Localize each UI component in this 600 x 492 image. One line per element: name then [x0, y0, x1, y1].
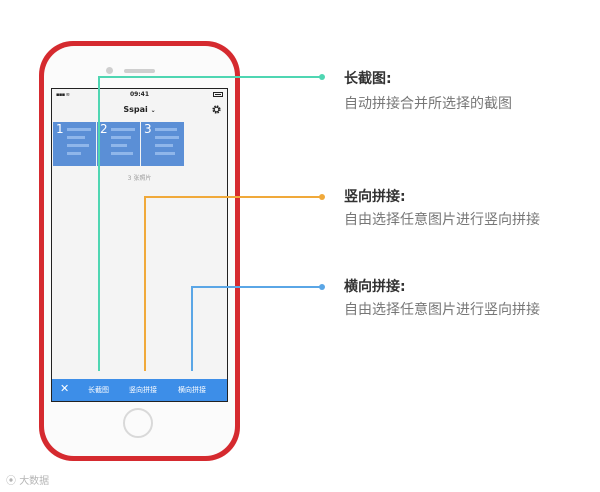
- album-title: Sspai: [123, 105, 148, 114]
- thumbnail-item[interactable]: 2: [97, 122, 140, 166]
- watermark-logo-icon: ⦿: [6, 476, 16, 487]
- thumbnail-number: 2: [100, 122, 108, 136]
- chevron-down-icon: ⌄: [150, 107, 156, 114]
- callout-title: 横向拼接:: [344, 279, 406, 295]
- callout-dot: [319, 194, 325, 200]
- close-icon[interactable]: ✕: [60, 382, 70, 395]
- callout-line-vertical: [98, 76, 100, 371]
- album-selector[interactable]: Sspai ⌄: [52, 105, 227, 114]
- thumbnail-number: 3: [144, 122, 152, 136]
- signal-icon: ▪▪▪ ≋: [56, 92, 70, 98]
- watermark-text: 大数据: [19, 476, 50, 487]
- callout-line-horizontal: [144, 196, 322, 198]
- gear-icon[interactable]: [211, 104, 222, 115]
- callout-description: 自由选择任意图片进行竖向拼接: [344, 212, 540, 228]
- callout-title: 竖向拼接:: [344, 189, 406, 205]
- long-screenshot-button[interactable]: 长截图: [88, 386, 109, 394]
- watermark: ⦿ 大数据: [6, 472, 49, 487]
- status-bar: ▪▪▪ ≋ 09:41: [52, 89, 227, 101]
- battery-icon: [213, 92, 223, 97]
- bottom-toolbar: ✕ 长截图 竖向拼接 横向拼接: [52, 379, 227, 401]
- callout-description: 自动拼接合并所选择的截图: [344, 96, 512, 112]
- home-button[interactable]: [123, 408, 153, 438]
- front-camera: [106, 67, 113, 74]
- phone-screen: ▪▪▪ ≋ 09:41 Sspai ⌄ 1 2: [51, 88, 228, 402]
- callout-line-horizontal: [191, 286, 322, 288]
- thumbnail-item[interactable]: 3: [141, 122, 184, 166]
- photo-count-label: 3 张照片: [127, 175, 152, 182]
- callout-title: 长截图:: [344, 71, 392, 87]
- callout-dot: [319, 74, 325, 80]
- callout-dot: [319, 284, 325, 290]
- earpiece-speaker: [124, 69, 155, 73]
- callout-line-horizontal: [98, 76, 322, 78]
- thumbnail-grid: 1 2 3: [52, 122, 227, 166]
- horizontal-stitch-button[interactable]: 横向拼接: [178, 386, 206, 394]
- nav-bar: Sspai ⌄: [52, 101, 227, 121]
- status-time: 09:41: [129, 91, 150, 98]
- callout-line-vertical: [144, 196, 146, 371]
- thumbnail-item[interactable]: 1: [53, 122, 96, 166]
- callout-line-vertical: [191, 286, 193, 371]
- thumbnail-number: 1: [56, 122, 64, 136]
- callout-description: 自由选择任意图片进行竖向拼接: [344, 302, 540, 318]
- vertical-stitch-button[interactable]: 竖向拼接: [129, 386, 157, 394]
